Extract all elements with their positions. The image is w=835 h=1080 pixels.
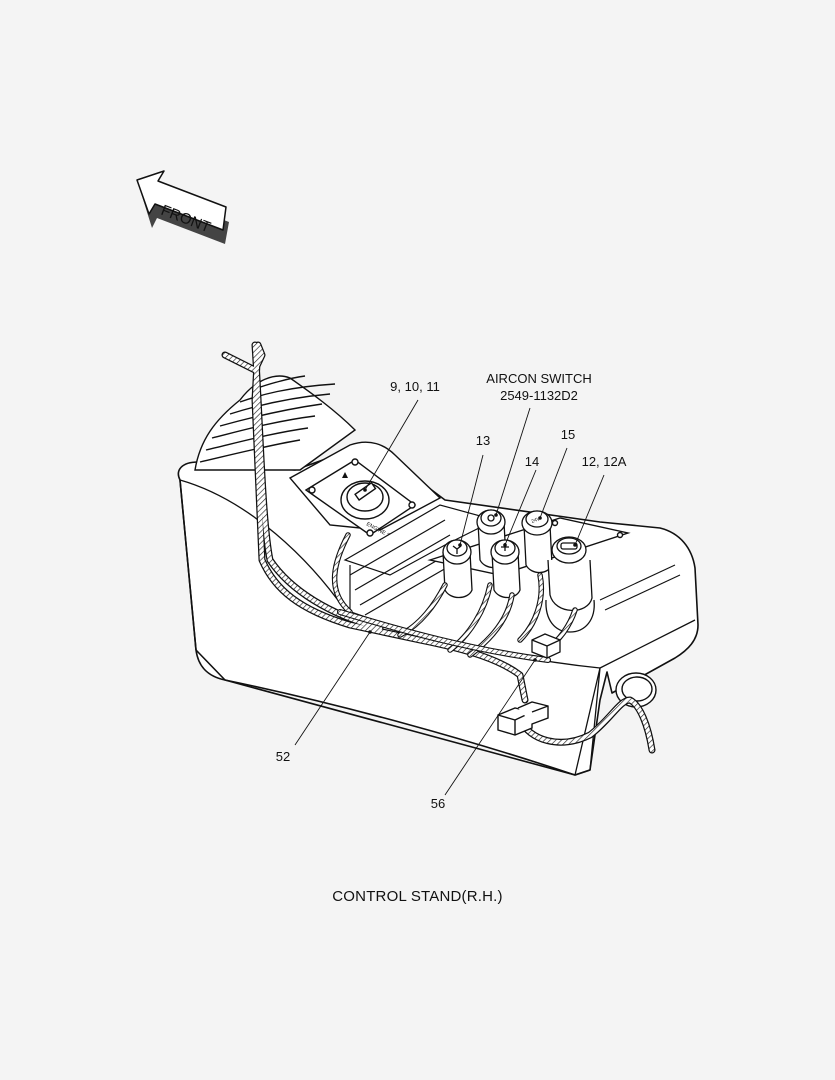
leader-lines — [294, 399, 605, 796]
callout-aircon-part: 2549-1132D2 — [500, 388, 578, 403]
front-arrow: FRONT — [136, 170, 229, 244]
callout-aircon-title: AIRCON SWITCH — [486, 371, 592, 386]
callout-15: 15 — [560, 427, 576, 442]
switch-12-key — [545, 536, 595, 633]
callout-14: 14 — [524, 454, 540, 469]
callout-13: 13 — [475, 433, 491, 448]
switch-14-light — [490, 539, 521, 599]
switch-13-fan — [442, 539, 473, 599]
callout-12-12a: 12, 12A — [581, 454, 627, 469]
engine-speed-panel: ENGINE SPEED — [288, 441, 442, 546]
wire-harness — [221, 341, 656, 754]
leader-dots — [363, 488, 577, 662]
connector-mid — [531, 633, 561, 659]
callout-9-10-11: 9, 10, 11 — [390, 379, 440, 394]
lever-bellows — [194, 375, 357, 471]
connector-56 — [497, 701, 549, 736]
diagram-caption: CONTROL STAND(R.H.) — [332, 888, 503, 905]
switch-15-socket: 24V — [521, 510, 553, 574]
callout-52: 52 — [275, 749, 291, 764]
callout-56: 56 — [430, 796, 446, 811]
socket-label: 24V — [531, 516, 542, 525]
